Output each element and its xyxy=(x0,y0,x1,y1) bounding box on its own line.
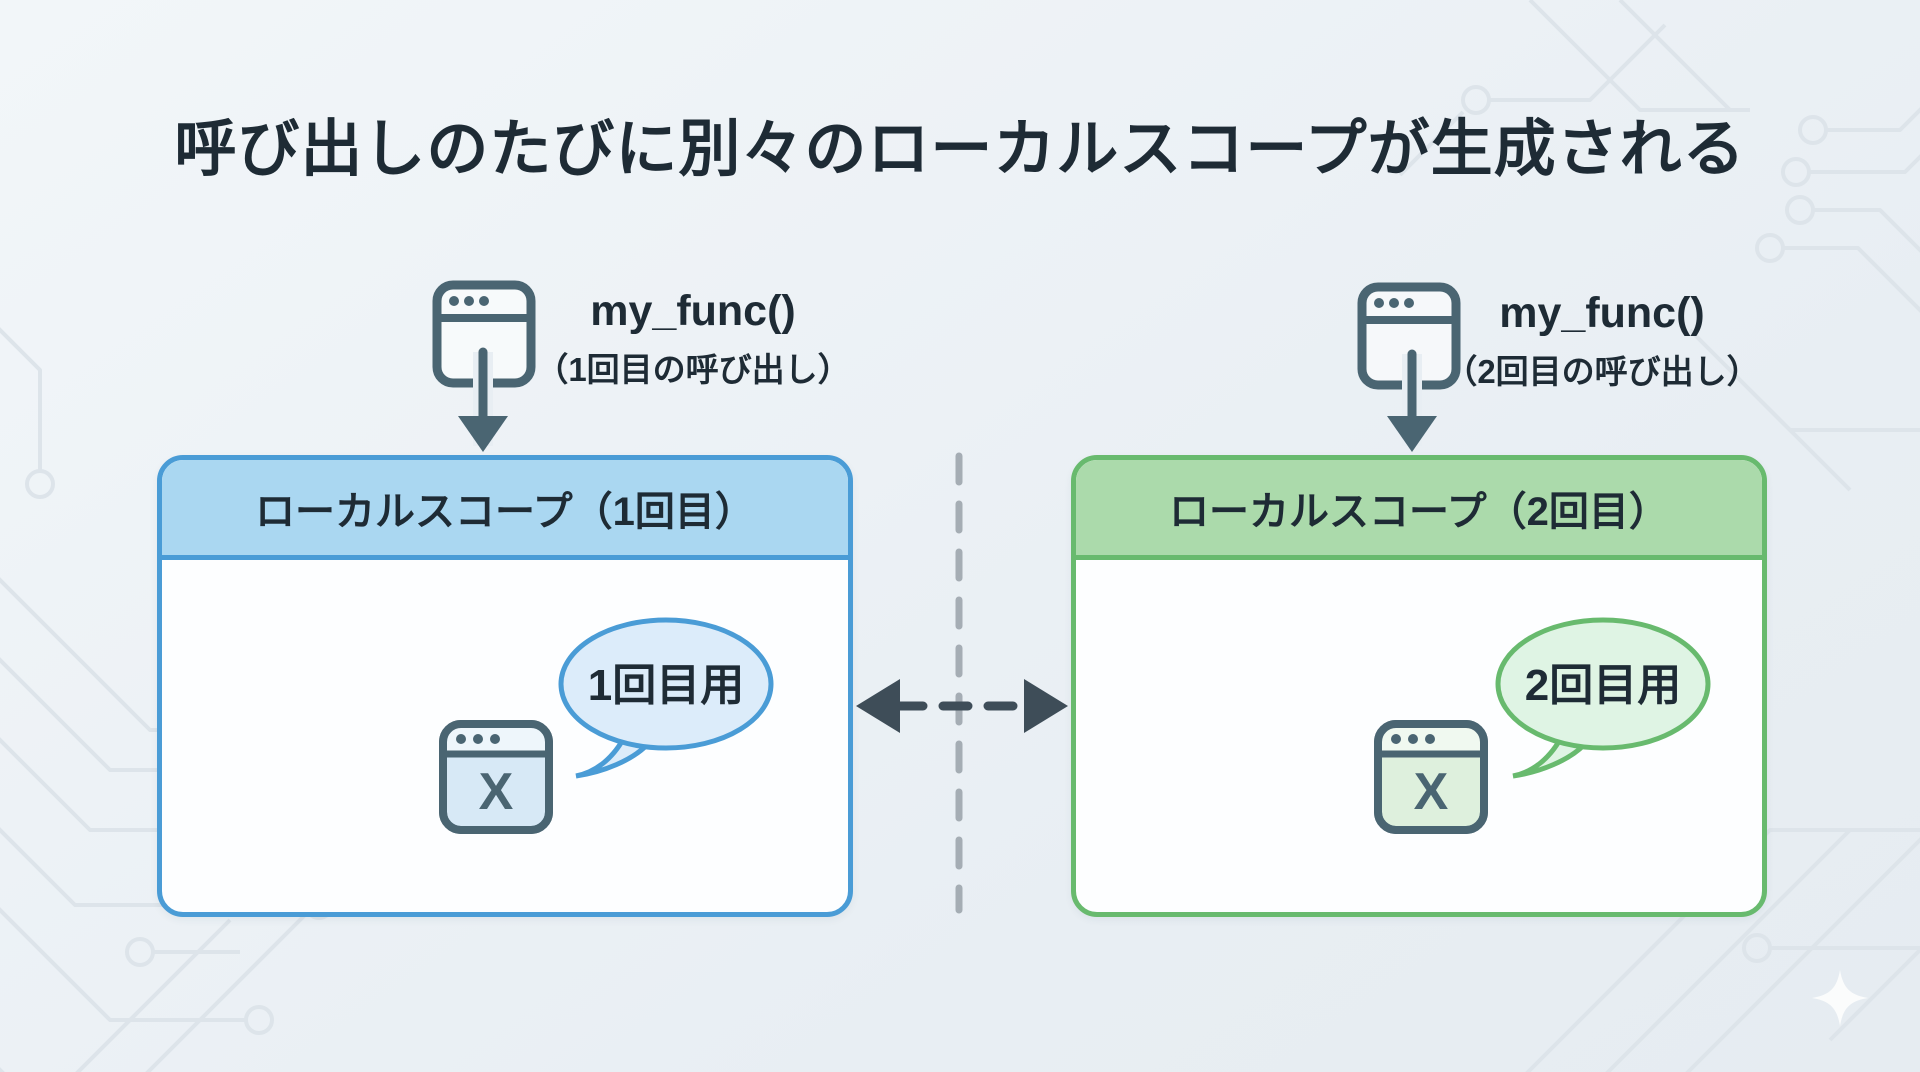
function-call-note: （2回目の呼び出し） xyxy=(1444,353,1760,391)
bidirectional-arrow-icon xyxy=(856,679,1068,733)
page-title: 呼び出しのたびに別々のローカルスコープが生成される xyxy=(174,115,1746,184)
window-icon xyxy=(432,280,536,388)
variable-window-icon: X xyxy=(439,720,553,834)
bubble-label: 1回目用 xyxy=(588,661,744,710)
scope-header-first-call: ローカルスコープ（1回目） xyxy=(162,460,848,560)
scope-header-second-call: ローカルスコープ（2回目） xyxy=(1076,460,1762,560)
variable-name-label: X xyxy=(479,763,514,821)
function-call-name: my_func() xyxy=(1499,289,1705,337)
sparkle-icon xyxy=(1812,970,1868,1026)
call-label-first: my_func() （1回目の呼び出し） xyxy=(513,287,873,391)
call-label-second: my_func() （2回目の呼び出し） xyxy=(1422,289,1782,393)
variable-name-label: X xyxy=(1414,763,1449,821)
variable-window-icon: X xyxy=(1374,720,1488,834)
speech-bubble-first: 1回目用 xyxy=(558,617,774,779)
bubble-label: 2回目用 xyxy=(1525,661,1681,710)
function-call-name: my_func() xyxy=(590,287,796,335)
speech-bubble-second: 2回目用 xyxy=(1495,617,1711,779)
function-call-note: （1回目の呼び出し） xyxy=(535,351,851,389)
